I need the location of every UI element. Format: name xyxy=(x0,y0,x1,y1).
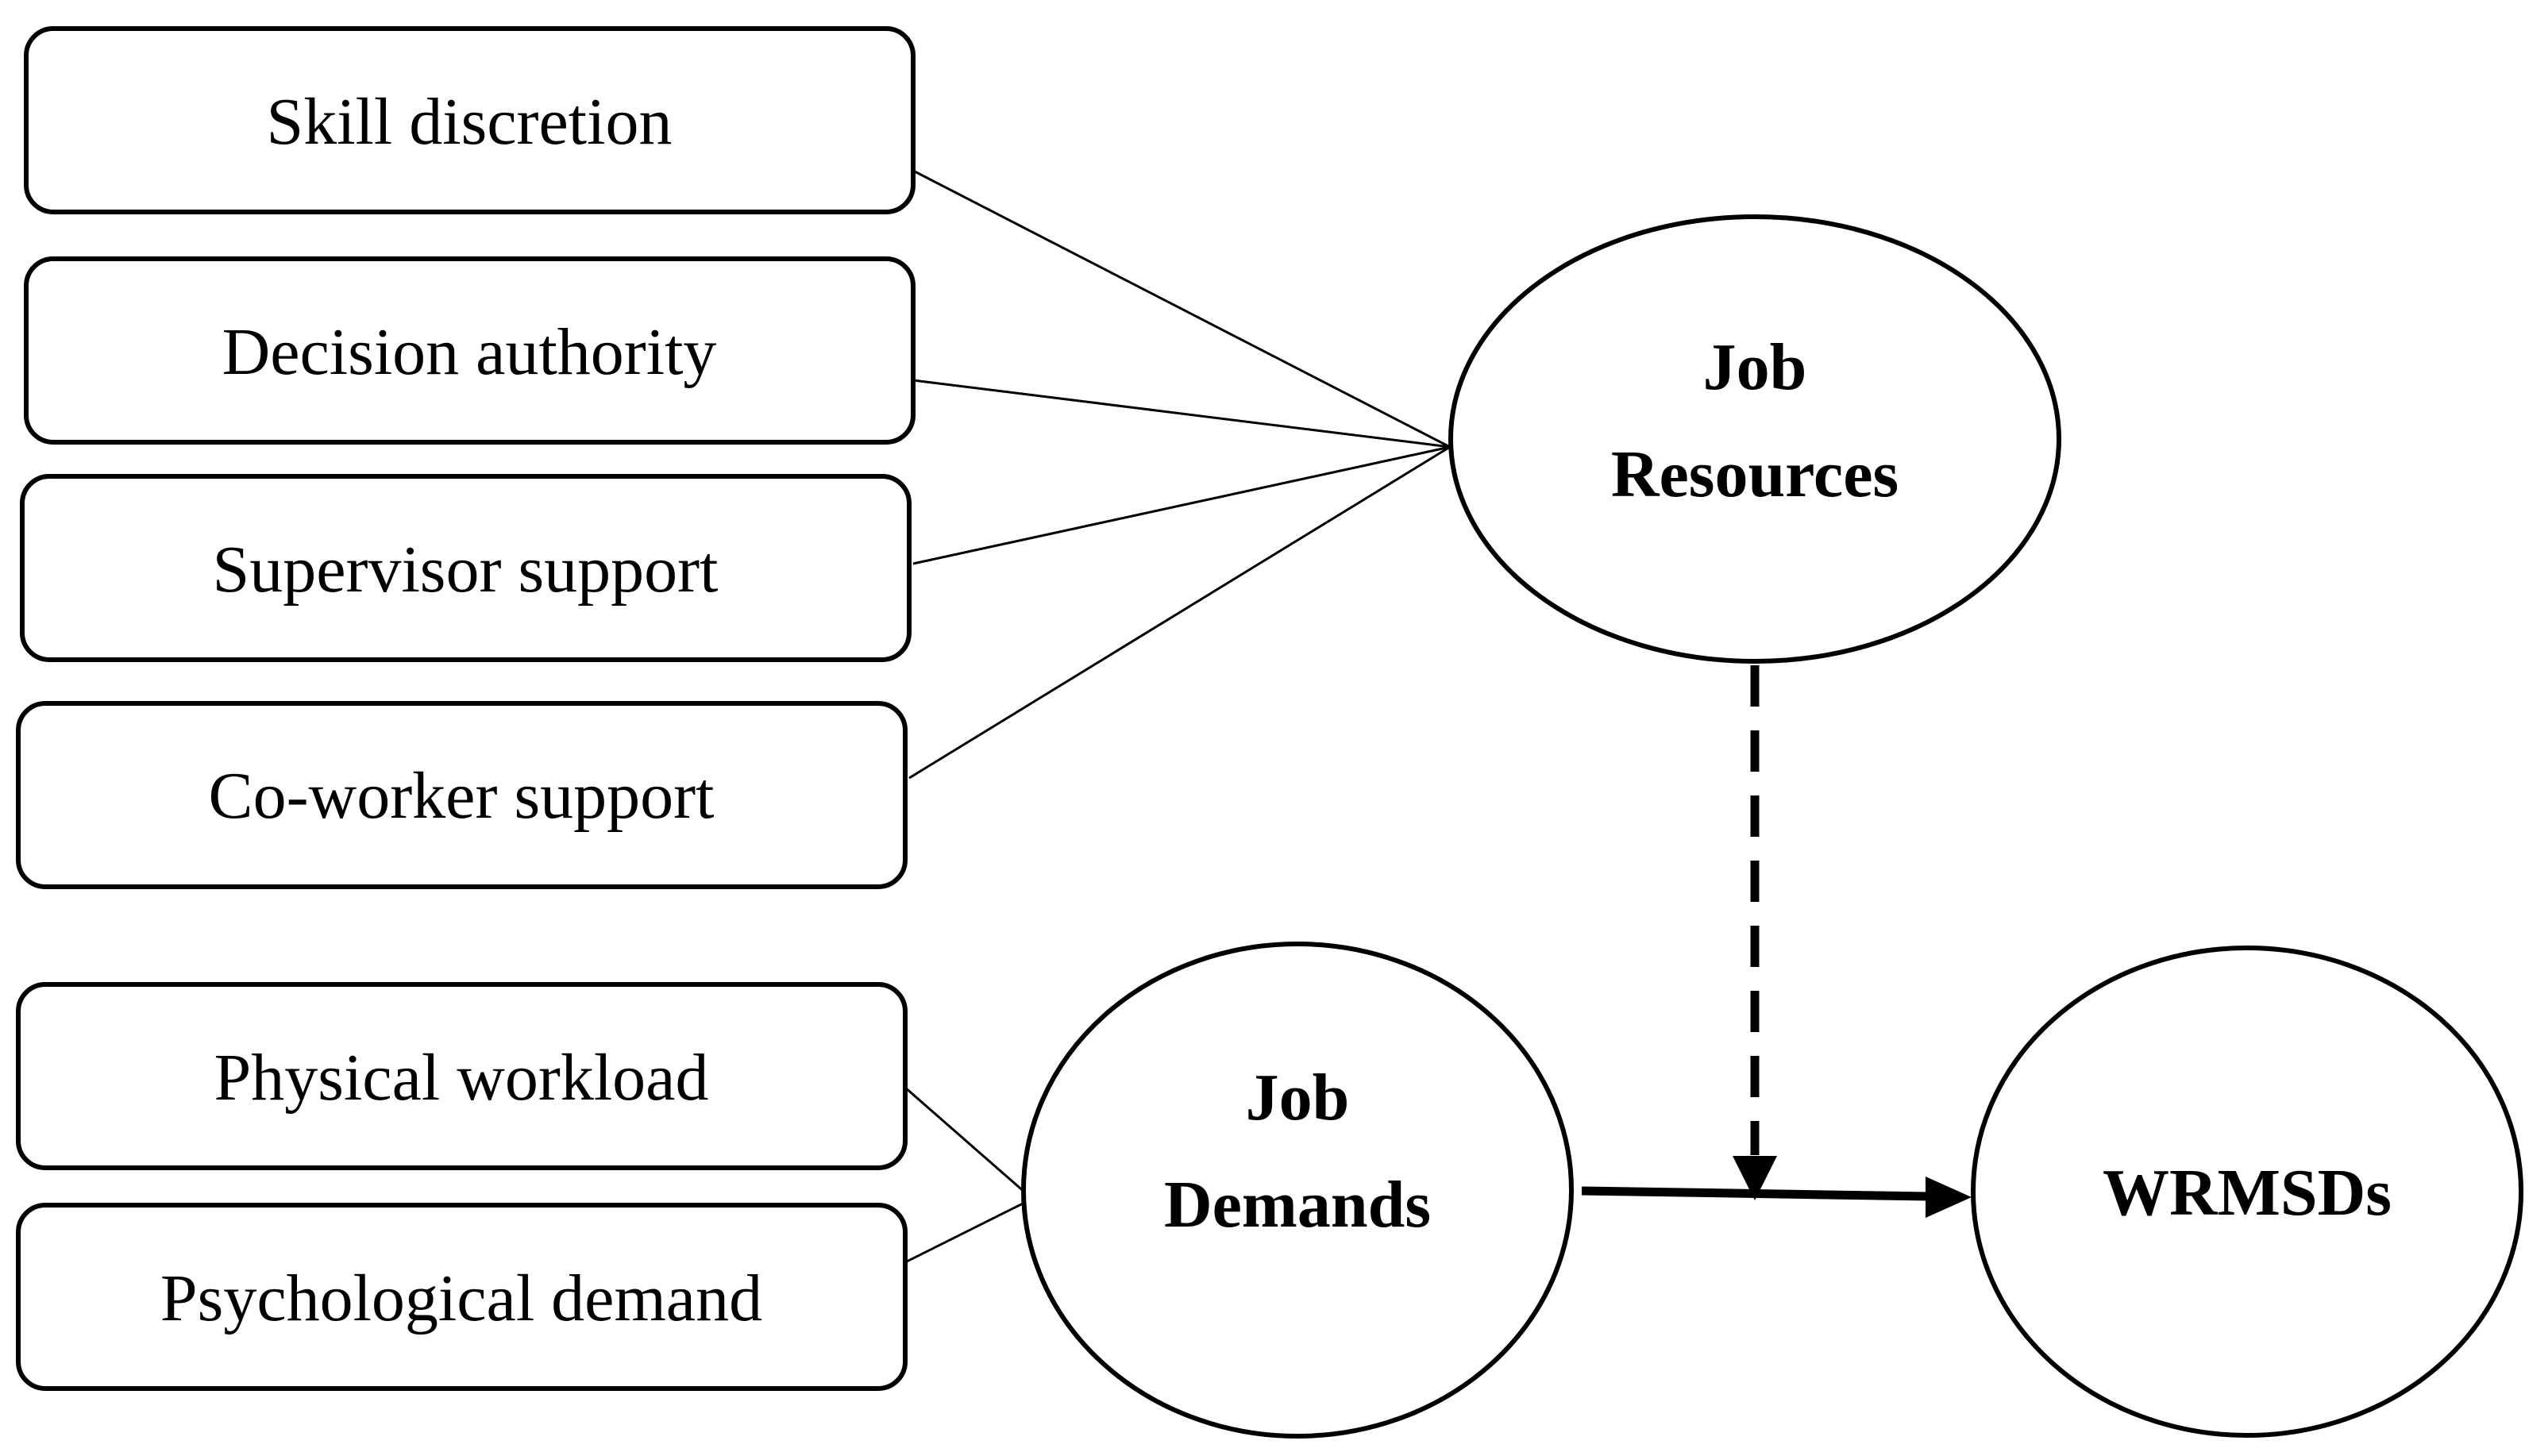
indicator-coworker-support: Co-worker support xyxy=(16,701,908,889)
link-supervisor-support-to-job-resources xyxy=(912,445,1451,565)
indicator-supervisor-support: Supervisor support xyxy=(20,474,912,662)
job-demands-label-line1: Job xyxy=(1246,1061,1350,1134)
link-skill-discretion-to-job-resources xyxy=(912,169,1451,449)
indicator-decision-authority-label: Decision authority xyxy=(222,315,717,389)
indicator-psychological-demand: Psychological demand xyxy=(16,1203,908,1391)
arrowhead-wrmsds xyxy=(1926,1177,1972,1218)
construct-wrmsds: WRMSDs xyxy=(1971,946,2523,1438)
arrow-job-demands-to-wrmsds xyxy=(1581,1177,1972,1218)
link-coworker-support-to-job-resources xyxy=(908,445,1451,780)
link-physical-workload-to-job-demands xyxy=(904,1086,1033,1200)
job-resources-label-line1: Job xyxy=(1703,330,1807,404)
indicator-coworker-support-label: Co-worker support xyxy=(209,759,715,833)
link-psychological-demand-to-job-demands xyxy=(904,1197,1033,1264)
job-demands-label-line2: Demands xyxy=(1164,1168,1431,1242)
indicator-supervisor-support-label: Supervisor support xyxy=(213,533,719,607)
wrmsds-label: WRMSDs xyxy=(2103,1156,2392,1230)
indicator-skill-discretion-label: Skill discretion xyxy=(267,85,673,159)
indicator-physical-workload-label: Physical workload xyxy=(214,1041,709,1115)
construct-job-resources: Job Resources xyxy=(1448,214,2061,664)
arrowhead-moderation xyxy=(1733,1156,1777,1200)
indicator-psychological-demand-label: Psychological demand xyxy=(160,1261,762,1335)
indicator-decision-authority: Decision authority xyxy=(24,256,916,445)
construct-job-demands: Job Demands xyxy=(1021,942,1574,1439)
link-decision-authority-to-job-resources xyxy=(912,379,1451,449)
indicator-skill-discretion: Skill discretion xyxy=(24,26,916,214)
arrow-job-resources-moderation xyxy=(1733,665,1777,1200)
indicator-physical-workload: Physical workload xyxy=(16,982,908,1170)
job-resources-label-line2: Resources xyxy=(1611,437,1899,511)
